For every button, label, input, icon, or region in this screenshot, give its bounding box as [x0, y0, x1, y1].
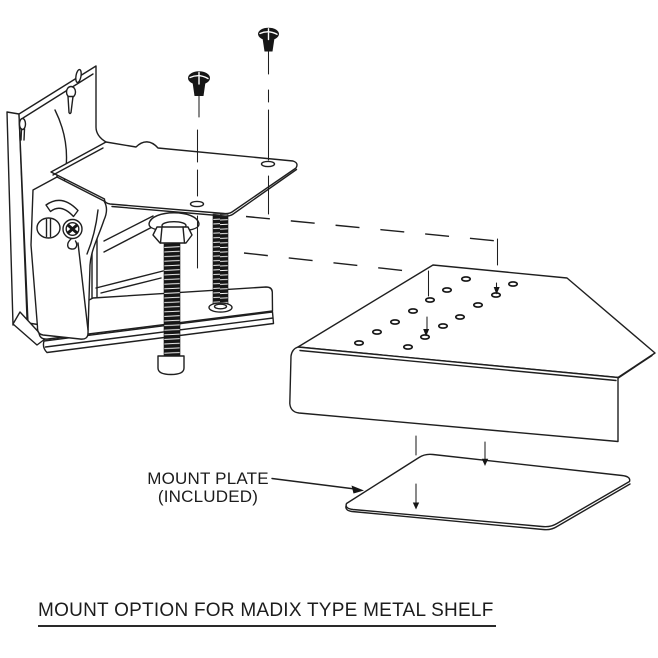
clamp-front-lip — [42, 311, 275, 354]
mounting-screws — [188, 27, 279, 269]
adjustment-knob — [36, 217, 61, 239]
clamp-floor-seam — [95, 270, 164, 294]
retainer-clip — [66, 238, 78, 250]
shelf-hole — [353, 340, 364, 346]
screw-right — [258, 27, 279, 75]
clamp-knob — [157, 355, 185, 376]
shelf-hole — [460, 276, 471, 282]
pivot-phillips-screw — [62, 218, 83, 240]
shelf-hole — [407, 308, 418, 314]
pivot-boss — [148, 212, 200, 244]
screw-right-neck — [262, 38, 275, 52]
shelf-hole — [490, 292, 501, 298]
mount-plate-label-line1: MOUNT PLATE — [147, 469, 269, 488]
shelf-hole — [424, 297, 435, 303]
mount-bracket — [6, 65, 298, 376]
screw-left-slot — [189, 71, 209, 85]
shelf-hole — [371, 329, 382, 335]
bracket-top-plate — [50, 141, 298, 217]
shelf-hole — [389, 319, 400, 325]
screw-left-neck — [192, 82, 206, 96]
bracket-foot-corner — [12, 311, 46, 346]
top-plate-face — [50, 141, 298, 215]
threaded-rod-rear — [208, 213, 233, 313]
threaded-rod-front — [157, 242, 185, 376]
shelf-right-fold-edge — [616, 354, 653, 380]
back-panel-flange — [6, 111, 28, 326]
plate-hole-center — [189, 200, 205, 208]
screw-centerlines — [196, 89, 270, 269]
mount-plate-label: MOUNT PLATE (INCLUDED) — [138, 470, 278, 506]
mount-plate-alignment-marks — [412, 435, 489, 510]
shelf-hole — [402, 344, 413, 350]
bracket-side-plate — [30, 176, 108, 340]
plate-hole-right — [260, 160, 276, 168]
mount-plate-label-line2: (INCLUDED) — [157, 487, 259, 506]
shelf-hole — [472, 302, 483, 308]
screw-right-slot — [259, 28, 278, 41]
keyhole-slot-flange — [18, 117, 27, 141]
screw-left — [188, 71, 210, 118]
diagram-title: MOUNT OPTION FOR MADIX TYPE METAL SHELF — [38, 600, 496, 627]
bracket-clamp — [37, 209, 275, 376]
shelf-front-face — [289, 346, 619, 443]
hex-nut — [152, 226, 193, 244]
mount-plate-face — [345, 453, 631, 528]
top-plate-thickness — [111, 168, 298, 217]
keyhole-slot-main — [65, 85, 77, 115]
shelf-hole — [419, 334, 430, 340]
shelf-hole — [441, 287, 452, 293]
projection-line-lower — [243, 252, 413, 273]
leader-arrowhead — [351, 485, 364, 494]
side-plate-inner-curve — [86, 209, 99, 255]
back-panel-top-edge-inner — [22, 73, 94, 119]
shelf-front-fold-line — [299, 349, 617, 382]
shelf-holes — [353, 276, 518, 350]
tilt-arc-slot — [45, 199, 79, 218]
mount-plate-thickness — [345, 483, 631, 531]
shelf-hole — [437, 323, 448, 329]
shelf-hole — [507, 281, 518, 287]
mount-plate — [345, 435, 631, 531]
projection-lines — [243, 215, 498, 273]
side-plate-fold-edge — [77, 242, 89, 331]
shelf-hole — [454, 314, 465, 320]
metal-shelf — [289, 238, 656, 443]
clamp-back-wall-fold — [103, 215, 159, 253]
leader-line — [271, 477, 356, 490]
label-leader — [271, 477, 364, 494]
shelf-alignment-marks — [423, 238, 500, 337]
edge-slot — [75, 68, 82, 84]
projection-line-upper — [245, 215, 498, 242]
top-plate-fold-line — [52, 147, 104, 176]
